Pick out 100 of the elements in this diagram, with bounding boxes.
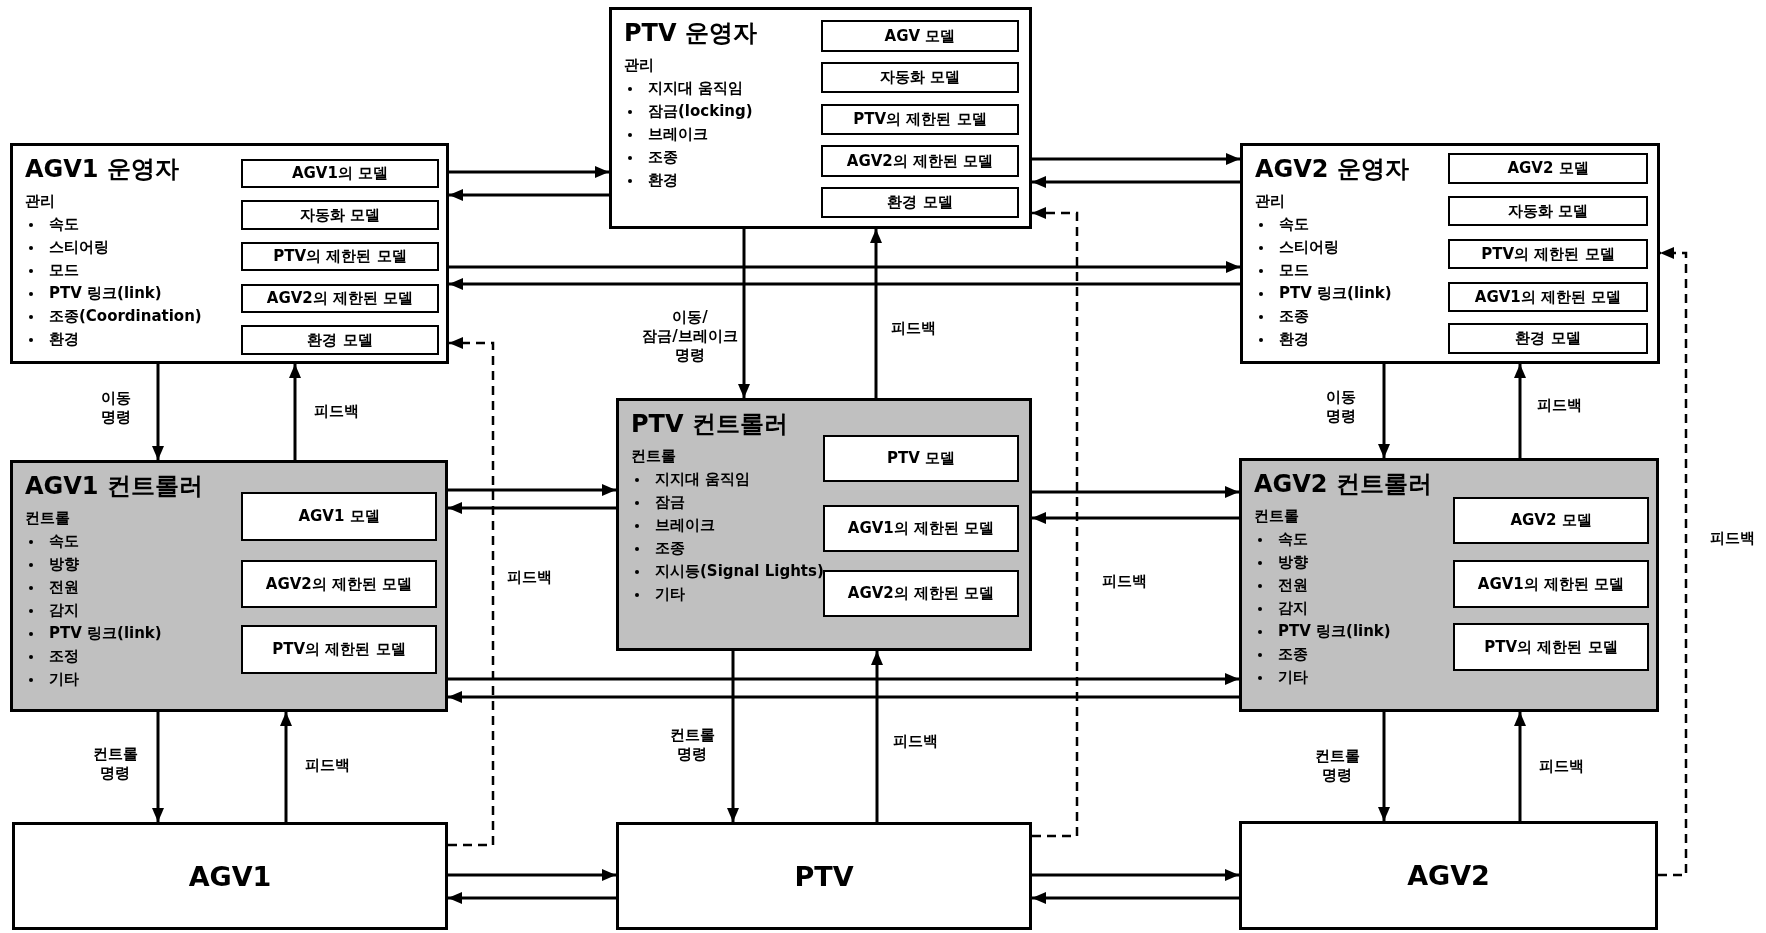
model-box: [241, 200, 439, 230]
list-item: 조종(Coordination): [25, 305, 202, 328]
list-item: 모드: [25, 259, 202, 282]
model-box: [241, 242, 439, 271]
arrow: [448, 691, 1239, 703]
model-label: AGV1 모델: [298, 507, 380, 526]
model-box: [1448, 323, 1648, 354]
dashed-arrow: [448, 337, 495, 847]
model-label: AGV1의 모델: [291, 164, 389, 183]
arrow: [280, 712, 292, 822]
arrow: [448, 673, 1239, 685]
list-heading: 관리: [624, 55, 655, 76]
model-label: AGV1의 제한된 모델: [847, 519, 995, 538]
controller-box: [10, 460, 448, 712]
list-heading: 컨트롤: [25, 508, 71, 529]
edge-label: 컨트롤 명령: [667, 725, 717, 765]
model-label: PTV의 제한된 모델: [853, 110, 987, 129]
arrow: [727, 651, 739, 822]
dashed-arrow: [1032, 207, 1079, 838]
model-label: AGV2의 제한된 모델: [266, 289, 414, 308]
box-title: AGV2 운영자: [1255, 154, 1409, 185]
model-box: [241, 284, 439, 313]
vehicle-label: AGV2: [1407, 860, 1490, 891]
list-item: 지지대 움직임: [631, 468, 824, 491]
model-box: [821, 20, 1019, 52]
list-heading: 컨트롤: [631, 446, 677, 467]
arrow: [449, 189, 609, 201]
list-item: 기타: [631, 583, 824, 606]
list-item: 잠금(locking): [624, 100, 757, 123]
model-box: [1453, 560, 1649, 608]
list-item: 브레이크: [631, 514, 824, 537]
controller-box: [616, 398, 1032, 651]
model-box: [1448, 239, 1648, 269]
model-box: [1448, 153, 1648, 184]
controller-box: [1239, 458, 1659, 712]
arrow: [1032, 153, 1240, 165]
arrow: [152, 712, 164, 822]
model-label: AGV2 모델: [1507, 159, 1589, 178]
model-label: PTV의 제한된 모델: [272, 640, 406, 659]
operator-box: [1240, 143, 1660, 364]
list-item: 모드: [1255, 259, 1409, 282]
model-box: [823, 435, 1019, 482]
model-box: [241, 492, 437, 541]
list-item: 브레이크: [624, 123, 757, 146]
vehicle-box: [616, 822, 1032, 930]
list-item: 지지대 움직임: [624, 77, 757, 100]
arrow: [1032, 512, 1239, 524]
list-item: 조종: [1254, 643, 1432, 666]
list-item: 스티어링: [25, 236, 202, 259]
model-box: [821, 187, 1019, 218]
model-box: [823, 570, 1019, 617]
list-heading: 관리: [1255, 191, 1286, 212]
model-box: [821, 104, 1019, 135]
list-item: PTV 링크(link): [25, 282, 202, 305]
model-box: [823, 505, 1019, 552]
list-item: 조정: [25, 645, 203, 668]
model-box: [821, 62, 1019, 93]
model-label: 자동화 모델: [879, 68, 961, 87]
list-item: 전원: [25, 576, 203, 599]
model-box: [1448, 282, 1648, 312]
model-label: 자동화 모델: [299, 205, 381, 225]
model-label: 환경 모델: [887, 193, 953, 212]
model-label: PTV의 제한된 모델: [273, 247, 407, 266]
box-title: PTV 운영자: [624, 18, 757, 49]
box-title: AGV1 컨트롤러: [25, 471, 203, 502]
model-label: AGV2 모델: [1510, 511, 1592, 530]
list-item: 기타: [1254, 666, 1432, 689]
list-item: 속도: [1255, 213, 1409, 236]
model-label: 자동화 모델: [1507, 201, 1589, 221]
list-item: 스티어링: [1255, 236, 1409, 259]
arrow: [449, 166, 609, 178]
arrow: [449, 278, 1240, 290]
arrow: [870, 229, 882, 398]
list-item: 잠금: [631, 491, 824, 514]
edge-label: 컨트롤 명령: [1312, 746, 1362, 786]
arrow: [1514, 712, 1526, 821]
list-item: 조종: [624, 146, 757, 169]
list-item: 기타: [25, 668, 203, 691]
operator-box: [609, 7, 1032, 229]
list-item: 속도: [25, 213, 202, 236]
list-heading: 컨트롤: [1254, 506, 1300, 527]
dashed-arrow: [1658, 247, 1688, 877]
list-item: 지시등(Signal Lights): [631, 560, 824, 583]
arrow: [448, 869, 616, 881]
list-item: 조종: [1255, 305, 1409, 328]
edge-label: 컨트롤 명령: [90, 744, 140, 784]
operator-box: [10, 143, 449, 364]
list-item: 방향: [25, 553, 203, 576]
list-heading: 관리: [25, 191, 56, 212]
box-title: AGV1 운영자: [25, 154, 180, 185]
arrow: [448, 484, 616, 496]
arrow: [871, 651, 883, 822]
model-label: PTV 모델: [886, 449, 956, 468]
model-label: 환경 모델: [1515, 329, 1581, 348]
vehicle-box: [1239, 821, 1658, 930]
model-label: PTV의 제한된 모델: [1481, 244, 1615, 264]
model-label: PTV의 제한된 모델: [1484, 637, 1618, 657]
arrow: [1378, 364, 1390, 458]
box-title: AGV2 컨트롤러: [1254, 469, 1432, 500]
model-label: AGV 모델: [884, 26, 956, 46]
